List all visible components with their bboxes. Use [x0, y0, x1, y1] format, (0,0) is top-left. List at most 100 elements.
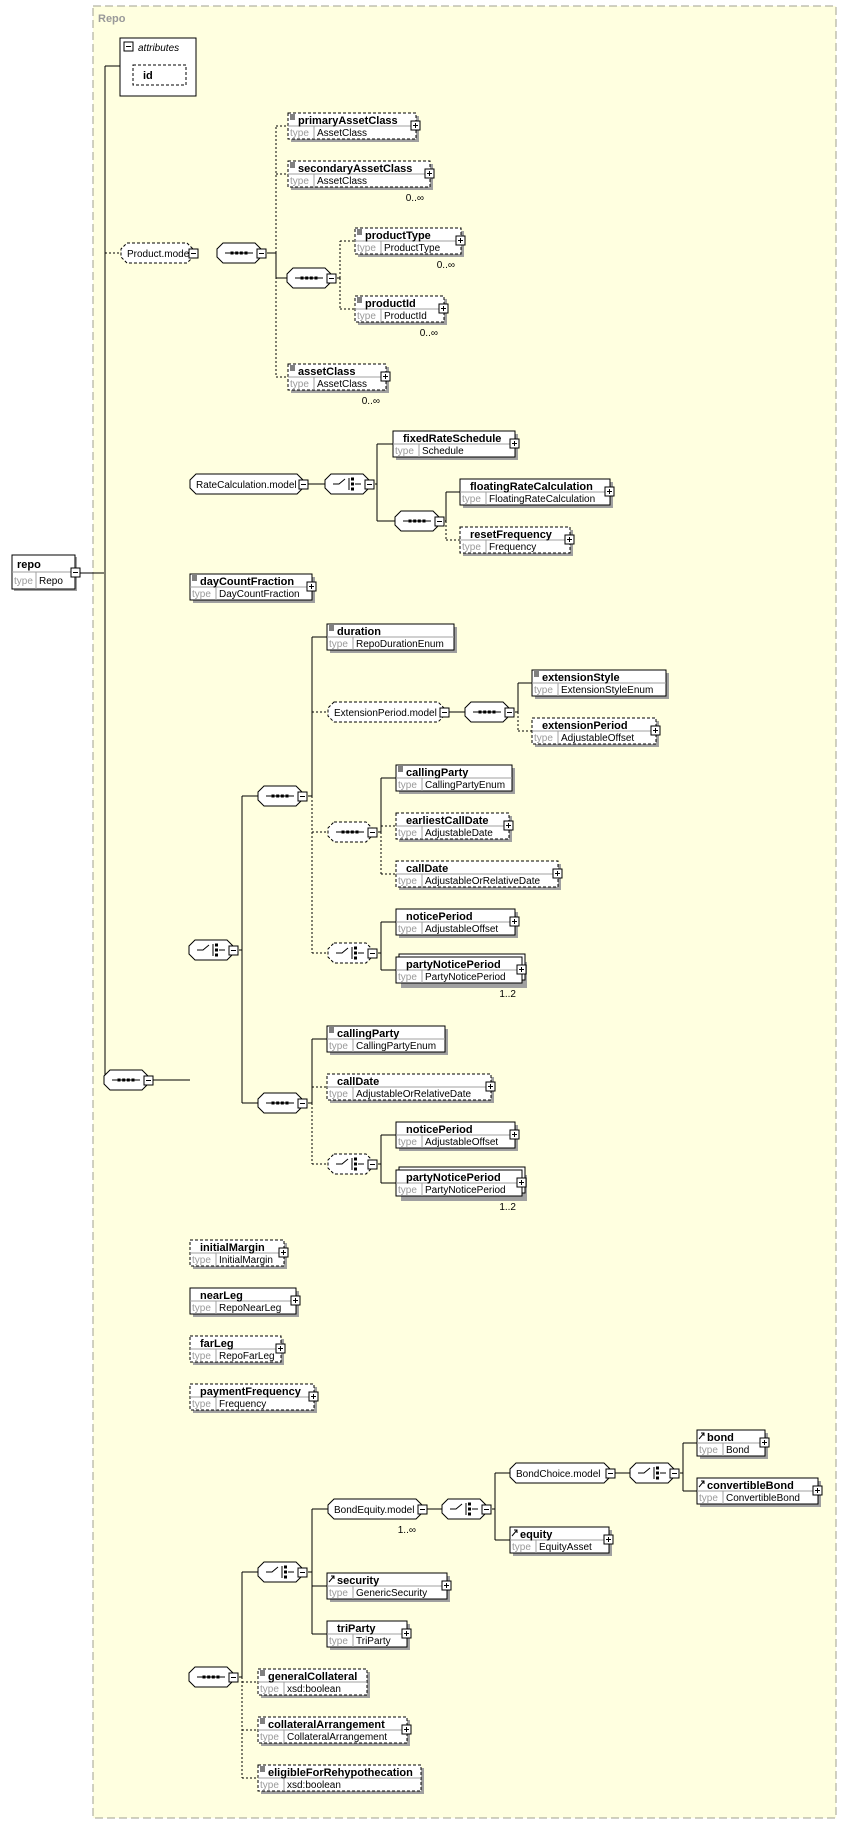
expand-toggle[interactable]	[380, 371, 391, 382]
element-type: xsd:boolean	[287, 1780, 341, 1791]
expand-toggle[interactable]	[306, 581, 317, 592]
collapse-toggle[interactable]	[256, 248, 267, 259]
collapse-toggle[interactable]	[143, 1075, 154, 1086]
expand-toggle[interactable]	[516, 1177, 527, 1188]
collapse-toggle[interactable]	[367, 1159, 378, 1170]
attribute-id[interactable]: id	[132, 64, 187, 86]
expand-toggle[interactable]	[438, 303, 449, 314]
expand-toggle[interactable]	[509, 916, 520, 927]
expand-toggle[interactable]	[278, 1247, 289, 1258]
expand-toggle[interactable]	[308, 1391, 319, 1402]
group-ratecalculation-model[interactable]: RateCalculation.model	[189, 473, 309, 495]
expand-toggle[interactable]	[401, 1628, 412, 1639]
collapse-toggle[interactable]	[326, 273, 337, 284]
collapse-toggle[interactable]	[417, 1504, 428, 1515]
expand-toggle[interactable]	[455, 235, 466, 246]
expand-toggle[interactable]	[604, 486, 615, 497]
expand-toggle[interactable]	[650, 725, 661, 736]
collapse-toggle[interactable]	[605, 1468, 616, 1479]
expand-toggle[interactable]	[485, 1081, 496, 1092]
expand-toggle[interactable]	[552, 868, 563, 879]
documentation-icon	[290, 365, 295, 371]
collapse-toggle[interactable]	[439, 707, 450, 718]
collapse-toggle[interactable]	[298, 479, 309, 490]
collapse-toggle[interactable]	[669, 1468, 680, 1479]
expand-toggle[interactable]	[441, 1580, 452, 1591]
expand-toggle[interactable]	[564, 534, 575, 545]
collapse-toggle[interactable]	[188, 248, 199, 259]
group-bondchoice-model[interactable]: BondChoice.model	[509, 1462, 616, 1484]
element-type: AssetClass	[317, 379, 367, 390]
expand-toggle[interactable]	[424, 168, 435, 179]
collapse-toggle[interactable]	[297, 1098, 308, 1109]
collapse-toggle[interactable]	[481, 1504, 492, 1515]
group-extensionperiod-model[interactable]: ExtensionPeriod.model	[327, 701, 450, 723]
expand-toggle[interactable]	[812, 1485, 823, 1496]
expand-toggle[interactable]	[410, 120, 421, 131]
expand-toggle[interactable]	[509, 1129, 520, 1140]
sequence-compositor	[394, 510, 445, 532]
expand-toggle[interactable]	[275, 1343, 286, 1354]
expand-toggle[interactable]	[503, 820, 514, 831]
collapse-toggle[interactable]	[434, 516, 445, 527]
expand-toggle[interactable]	[509, 438, 520, 449]
collapse-toggle[interactable]	[297, 791, 308, 802]
expand-toggle[interactable]	[401, 1724, 412, 1735]
collapse-toggle[interactable]	[367, 827, 378, 838]
expand-toggle[interactable]	[516, 964, 527, 975]
collapse-toggle[interactable]	[297, 1567, 308, 1578]
expand-toggle[interactable]	[290, 1295, 301, 1306]
collapse-toggle[interactable]	[504, 707, 515, 718]
group-product-model[interactable]: Product.model	[120, 242, 199, 264]
collapse-toggle[interactable]	[367, 948, 378, 959]
element-name: extensionPeriod	[542, 720, 628, 732]
collapse-toggle[interactable]	[228, 945, 239, 956]
collapse-toggle[interactable]	[364, 479, 375, 490]
collapse-toggle[interactable]	[70, 567, 81, 578]
sequence-compositor	[286, 267, 337, 289]
connector-lines	[75, 65, 697, 1779]
collapse-toggle[interactable]	[228, 1672, 239, 1683]
expand-toggle[interactable]	[759, 1437, 770, 1448]
attributes-label: attributes	[138, 43, 179, 54]
documentation-icon	[260, 1766, 265, 1772]
expand-toggle[interactable]	[603, 1534, 614, 1545]
attributes-collapse-toggle[interactable]	[123, 41, 134, 52]
documentation-icon	[260, 1718, 265, 1724]
